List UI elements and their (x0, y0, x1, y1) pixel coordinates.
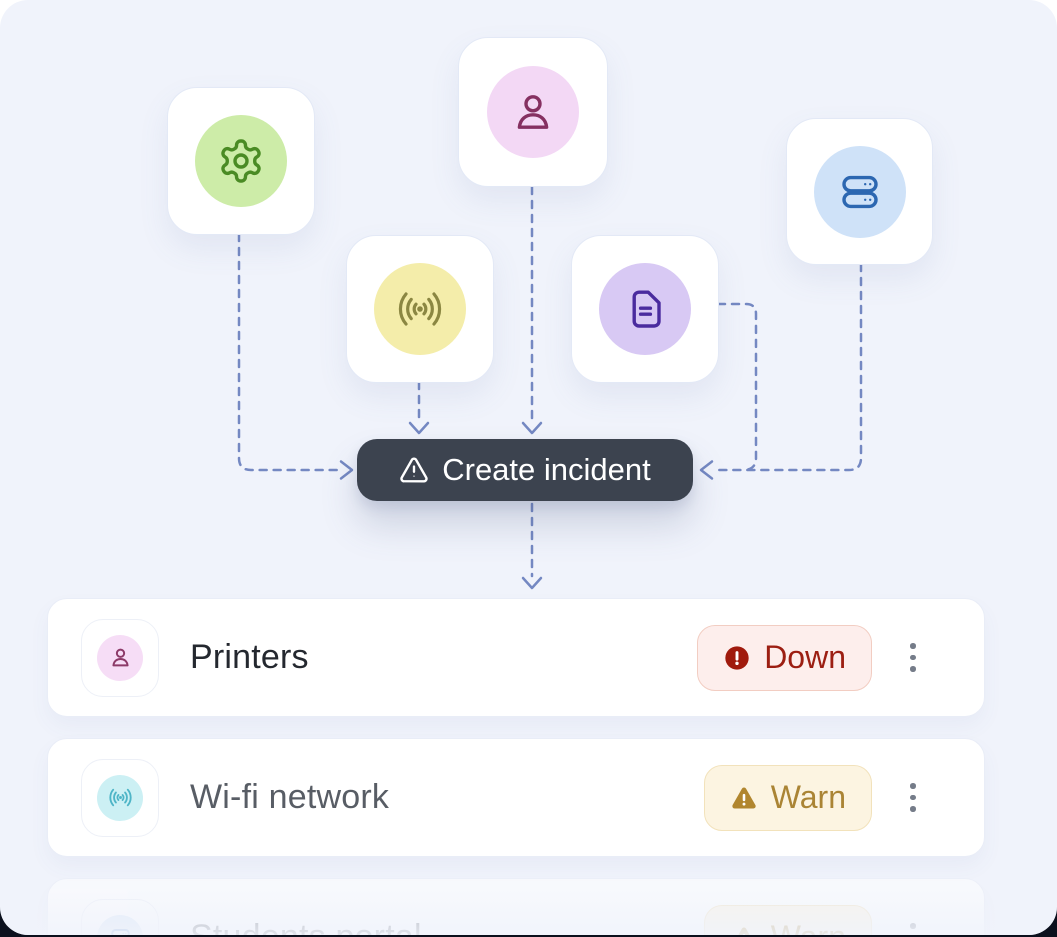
alert-triangle-icon (737, 926, 750, 935)
service-name: Wi-fi network (190, 778, 390, 816)
printers-icon-tile (81, 618, 159, 697)
server-icon (841, 175, 878, 208)
status-label: Warn (770, 779, 846, 815)
kebab-menu-icon[interactable] (902, 768, 924, 828)
status-label: Down (764, 639, 846, 675)
signal-circle (374, 263, 466, 355)
source-card-document (571, 235, 719, 383)
alert-triangle-icon (400, 457, 428, 483)
source-card-server (786, 118, 933, 265)
source-card-user (458, 37, 608, 187)
user-circle (487, 66, 579, 158)
students-portal-icon-tile (81, 898, 159, 935)
create-incident-button[interactable]: Create incident (357, 439, 693, 501)
user-icon (517, 95, 549, 129)
service-row-students-portal[interactable]: Students portal Warn (47, 878, 985, 935)
gear-icon (221, 139, 261, 183)
alert-triangle-icon (732, 786, 756, 809)
alert-circle-icon (725, 645, 749, 670)
kebab-menu-icon[interactable] (902, 908, 924, 935)
radio-icon (108, 788, 132, 807)
status-label: Warn (771, 919, 846, 935)
server-circle (813, 145, 906, 238)
status-badge-warn: Warn (703, 904, 872, 935)
server-icon (110, 929, 130, 935)
status-badge-warn: Warn (703, 764, 872, 831)
source-card-settings (167, 87, 315, 235)
students-portal-circle (97, 914, 143, 935)
user-icon (111, 648, 129, 667)
printers-circle (97, 634, 143, 681)
status-badge-down: Down (697, 624, 872, 691)
document-circle (599, 263, 691, 355)
service-name: Students portal (190, 918, 422, 935)
source-card-signal (346, 235, 494, 383)
service-name: Printers (190, 638, 309, 676)
create-incident-label: Create incident (442, 452, 651, 487)
radio-icon (398, 292, 442, 326)
service-row-printers[interactable]: Printers Down (47, 598, 985, 717)
file-icon (632, 290, 661, 328)
service-row-wifi-network[interactable]: Wi-fi network Warn (47, 738, 985, 857)
wifi-circle (97, 774, 143, 821)
kebab-menu-icon[interactable] (902, 628, 924, 688)
settings-circle (195, 115, 287, 207)
wifi-icon-tile (81, 758, 159, 837)
